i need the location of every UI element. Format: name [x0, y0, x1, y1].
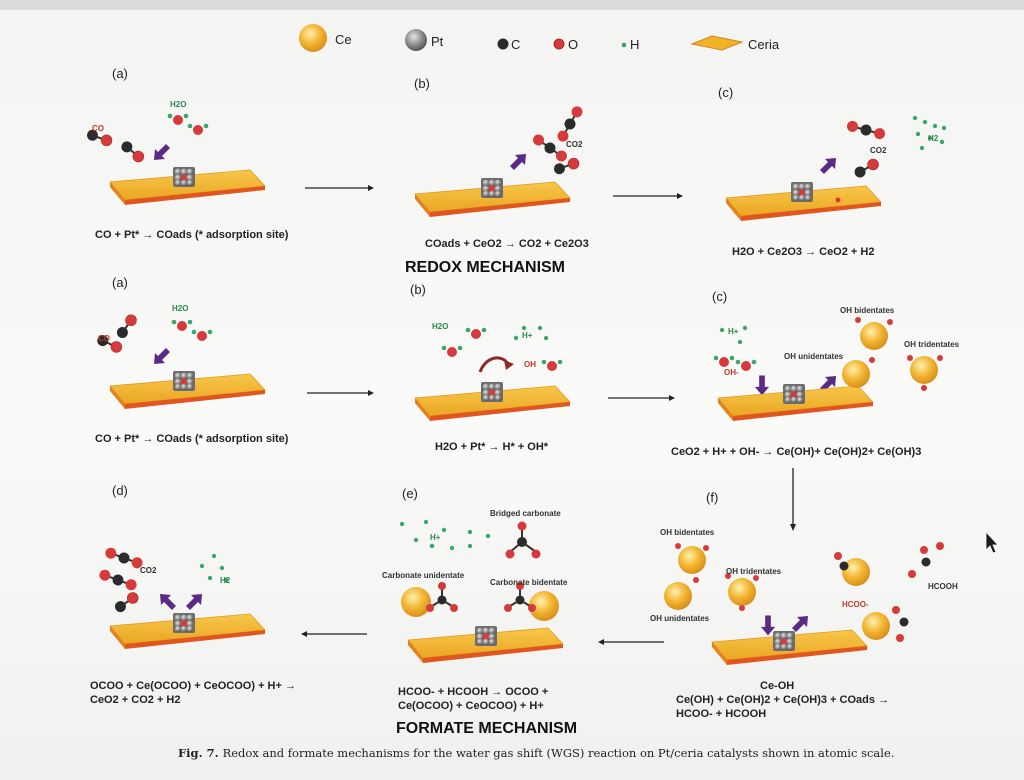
formate-eq-b: H2O + Pt* → H* + OH*	[435, 441, 549, 453]
formate-panel-b-label: (b)	[410, 282, 426, 297]
formate-a-h2o-label: H2O	[172, 304, 189, 313]
formate-f-oh-unidentates-label: OH unidentates	[650, 614, 710, 623]
legend-c-label: C	[511, 37, 521, 52]
redox-c-h2-label: H2	[928, 134, 939, 143]
formate-f-oh-bidentates-label: OH bidentates	[660, 528, 715, 537]
formate-eq-f-line1: Ce-OH	[760, 680, 795, 692]
formate-panel-b	[414, 325, 571, 422]
formate-d-co2-label: CO2	[140, 566, 157, 575]
redox-b-co2-label: CO2	[566, 140, 583, 149]
formate-f-hcoo-label: HCOO-	[842, 600, 869, 609]
formate-c-oh-bidentates-label: OH bidentates	[840, 306, 895, 315]
formate-eq-e-line2: Ce(OCOO) + CeOCOO) + H+	[398, 700, 544, 712]
formate-c-oh-unidentates-label: OH unidentates	[784, 352, 844, 361]
redox-eq-c: H2O + Ce2O3 → CeO2 + H2	[732, 246, 875, 258]
formate-panel-f	[664, 542, 944, 666]
redox-a-h2o-label: H2O	[170, 100, 187, 109]
formate-b-h2o-label: H2O	[432, 322, 449, 331]
figure-caption-label: Fig. 7.	[178, 746, 219, 760]
formate-c-oh-label: OH-	[724, 368, 739, 377]
legend-h-label: H	[630, 37, 640, 52]
formate-e-h-label: H+	[430, 533, 441, 542]
formate-e-bidentate-label: Carbonate bidentate	[490, 578, 568, 587]
mouse-cursor-icon	[985, 530, 999, 554]
formate-c-h-label: H+	[728, 327, 739, 336]
formate-eq-a: CO + Pt* → COads (* adsorption site)	[95, 433, 289, 445]
redox-eq-a: CO + Pt* → COads (* adsorption site)	[95, 229, 289, 241]
pt-atom-icon	[405, 29, 427, 51]
formate-panel-e	[399, 519, 564, 664]
redox-a-co-label: CO	[92, 124, 104, 133]
formate-e-bridged-label: Bridged carbonate	[490, 509, 561, 518]
redox-panel-a-label: (a)	[112, 66, 128, 81]
c-atom-icon	[497, 38, 509, 50]
figure-caption-text: Redox and formate mechanisms for the wat…	[222, 746, 895, 760]
redox-c-co2-label: CO2	[870, 146, 887, 155]
formate-eq-d-line1: OCOO + Ce(OCOO) + CeOCOO) + H+ →	[90, 680, 296, 692]
redox-panel-c	[725, 115, 947, 222]
formate-eq-f-line2: Ce(OH) + Ce(OH)2 + Ce(OH)3 + COads →	[676, 694, 890, 706]
formate-panel-e-label: (e)	[402, 486, 418, 501]
formate-eq-f-line3: HCOO- + HCOOH	[676, 708, 767, 720]
formate-panel-d-label: (d)	[112, 483, 128, 498]
redox-mechanism-title: REDOX MECHANISM	[405, 259, 566, 276]
formate-f-hcooh-label: HCOOH	[928, 582, 958, 591]
redox-panel-b	[414, 103, 586, 218]
redox-eq-b: COads + CeO2 → CO2 + Ce2O3	[425, 238, 589, 250]
redox-panel-c-label: (c)	[718, 85, 734, 100]
redox-arrows	[305, 185, 683, 199]
formate-arrows-row2	[301, 631, 664, 645]
formate-d-h2-label: H2	[220, 576, 231, 585]
legend-ceria-label: Ceria	[748, 37, 780, 52]
formate-panel-c-label: (c)	[712, 289, 728, 304]
window-top-strip	[0, 0, 1024, 10]
formate-panel-c	[713, 317, 943, 422]
redox-panel-b-label: (b)	[414, 76, 430, 91]
formate-panel-a-label: (a)	[112, 275, 128, 290]
figure-caption: Fig. 7.Redox and formate mechanisms for …	[178, 746, 894, 760]
legend-pt-label: Pt	[431, 34, 444, 49]
o-atom-icon	[553, 38, 565, 50]
formate-mechanism-title: FORMATE MECHANISM	[396, 720, 578, 737]
formate-eq-c: CeO2 + H+ + OH- → Ce(OH)+ Ce(OH)2+ Ce(OH…	[671, 446, 922, 458]
legend-o-label: O	[568, 37, 579, 52]
formate-eq-e-line1: HCOO- + HCOOH → OCOO +	[398, 686, 549, 698]
ce-atom-icon	[299, 24, 327, 52]
formate-c-oh-tridentates-label: OH tridentates	[904, 340, 960, 349]
legend	[299, 24, 744, 52]
formate-panel-f-label: (f)	[706, 490, 719, 505]
formate-panel-a	[94, 311, 266, 410]
redox-panel-a	[84, 113, 266, 206]
formate-panel-d	[96, 545, 266, 650]
formate-b-oh-label: OH	[524, 360, 536, 369]
formate-a-co-label: CO	[98, 334, 110, 343]
formate-e-unidentate-label: Carbonate unidentate	[382, 571, 465, 580]
formate-b-h-label: H+	[522, 331, 533, 340]
legend-ce-label: Ce	[335, 32, 352, 47]
formate-eq-d-line2: CeO2 + CO2 + H2	[90, 694, 181, 706]
formate-f-oh-tridentates-label: OH tridentates	[726, 567, 782, 576]
formate-arrows-row1	[307, 390, 796, 531]
ceria-slab-icon	[690, 35, 744, 51]
h-atom-icon	[621, 42, 627, 48]
